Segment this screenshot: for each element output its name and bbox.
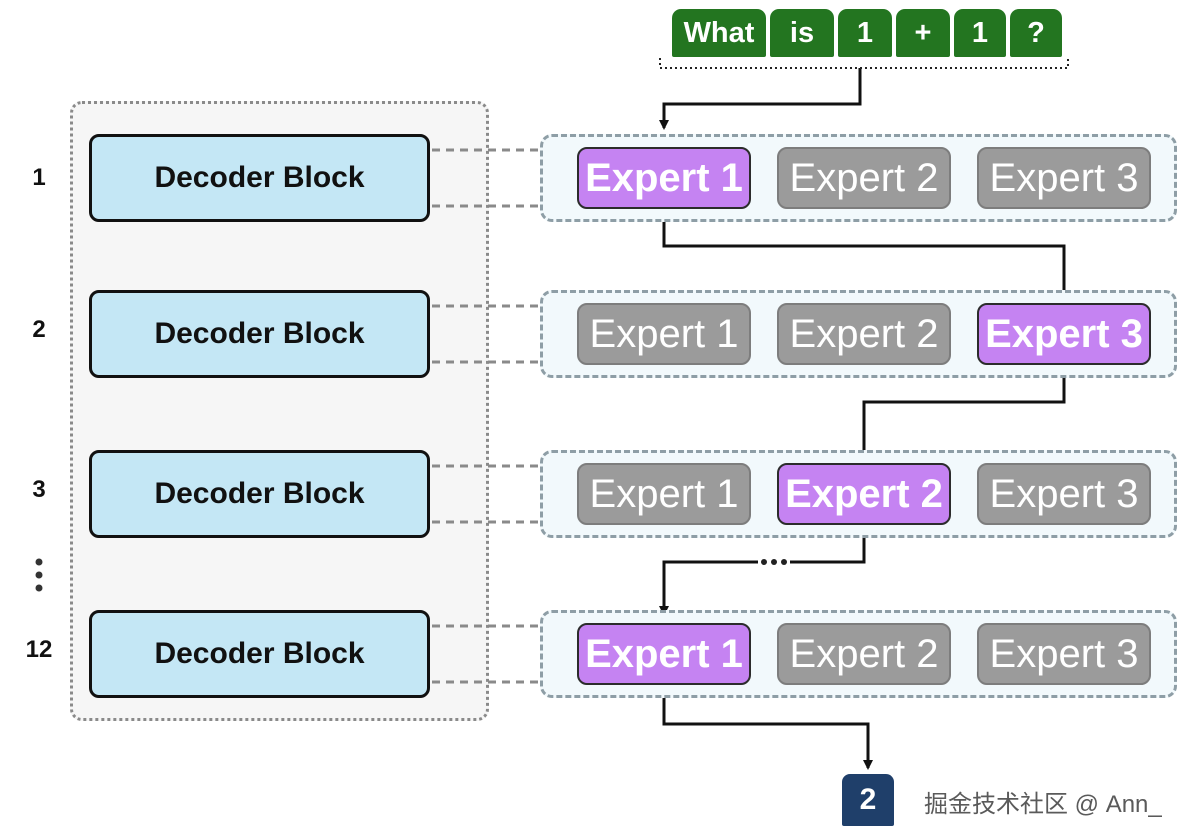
expert-3: Expert 3 (977, 623, 1151, 685)
layer-number: 12 (25, 636, 53, 663)
expert-2: Expert 2 (777, 623, 951, 685)
expert-3: Expert 3 (977, 147, 1151, 209)
ellipsis-dot (781, 559, 787, 565)
expert-2: Expert 2 (777, 303, 951, 365)
decoder-block: Decoder Block (89, 450, 430, 538)
layer-number: 3 (32, 476, 46, 503)
decoder-block: Decoder Block (89, 610, 430, 698)
watermark-text: 掘金技术社区 @ Ann_ (924, 791, 1162, 818)
input-token: 1 (954, 9, 1006, 57)
token-group-bracket (659, 58, 1069, 69)
decoder-block: Decoder Block (89, 134, 430, 222)
input-token: + (896, 9, 950, 57)
decoder-block: Decoder Block (89, 290, 430, 378)
expert-1-selected: Expert 1 (577, 147, 751, 209)
expert-3-selected: Expert 3 (977, 303, 1151, 365)
input-token: is (770, 9, 834, 57)
ellipsis-dot (771, 559, 777, 565)
ellipsis-vertical-icon (35, 558, 43, 592)
input-token: 1 (838, 9, 892, 57)
output-token: 2 (842, 774, 894, 826)
ellipsis-dot (761, 559, 767, 565)
input-token: What (672, 9, 766, 57)
expert-3: Expert 3 (977, 463, 1151, 525)
output-arrow (662, 687, 873, 770)
expert-1: Expert 1 (577, 303, 751, 365)
expert-2: Expert 2 (777, 147, 951, 209)
routing-arrow (659, 560, 758, 616)
expert-2-selected: Expert 2 (777, 463, 951, 525)
routing-arrow (662, 211, 1069, 300)
routing-arrow (659, 68, 862, 130)
expert-1-selected: Expert 1 (577, 623, 751, 685)
input-token: ? (1010, 9, 1062, 57)
routing-arrow (790, 527, 866, 564)
expert-1: Expert 1 (577, 463, 751, 525)
layer-number: 1 (32, 164, 46, 191)
layer-number: 2 (32, 316, 46, 343)
routing-arrow (859, 367, 1066, 460)
